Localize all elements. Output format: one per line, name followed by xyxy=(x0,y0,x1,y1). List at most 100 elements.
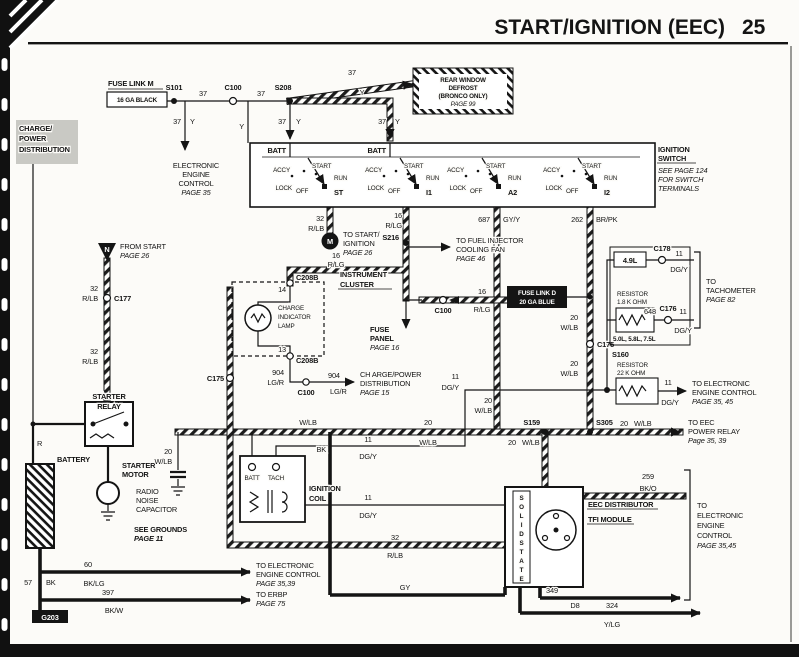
c178-label: C178 xyxy=(653,244,670,253)
run-label: RUN xyxy=(604,175,618,182)
tag-dgy: DG/Y xyxy=(674,326,692,335)
s160-label: S160 xyxy=(612,350,629,359)
header: START/IGNITION (EEC) 25 xyxy=(28,16,788,45)
battery-label: BATTERY xyxy=(57,455,90,464)
tag-lgr: LG/R xyxy=(267,378,284,387)
c208b-top-label: C208B xyxy=(296,273,318,282)
tab-line3: DISTRIBUTION xyxy=(19,145,70,154)
tag-rlb: R/LB xyxy=(308,224,324,233)
tag-57: 57 xyxy=(24,578,32,587)
switch-note-1: SEE PAGE 124 xyxy=(658,166,707,175)
start-label: START xyxy=(486,163,506,170)
tag-wlb: W/LB xyxy=(299,418,317,427)
off-label: OFF xyxy=(296,188,308,195)
battery-feeds: 60 BK/LG TO ELECTRONIC ENGINE CONTROL PA… xyxy=(23,559,322,623)
defrost-page: PAGE 99 xyxy=(451,101,476,108)
c100-904-label: C100 xyxy=(297,388,314,397)
tag-16: 16 xyxy=(478,287,486,296)
c175-right-label: C175 xyxy=(597,340,614,349)
g203-box xyxy=(32,610,68,623)
terminal-i1: I1 xyxy=(426,188,432,197)
tab-line2: POWER xyxy=(19,134,47,143)
tag-904: 904 xyxy=(328,371,340,380)
distributor-name: EEC DISTRIBUTOR xyxy=(588,500,654,509)
splice-s160 xyxy=(604,387,610,393)
tag-32: 32 xyxy=(316,214,324,223)
tag-bklg: BK/LG xyxy=(83,579,104,588)
ignition-coil-1: IGNITION xyxy=(309,484,341,493)
connector-c100-top xyxy=(228,96,238,106)
tag-20: 20 xyxy=(484,396,492,405)
s101-label: S101 xyxy=(166,83,183,92)
m-flag-circle xyxy=(321,232,339,250)
tach-1: TO xyxy=(706,277,716,286)
junction-dot xyxy=(30,421,36,427)
tag-dgy: DG/Y xyxy=(661,398,679,407)
radio-cap-1: RADIO xyxy=(136,487,159,496)
wire-37: 37 xyxy=(199,89,207,98)
heavy-wires xyxy=(38,296,701,618)
wire-37: 37 xyxy=(173,117,181,126)
binding-bar xyxy=(0,0,10,657)
fuel-inj-2: COOLING FAN xyxy=(456,245,505,254)
tag-11: 11 xyxy=(679,307,686,316)
radio-noise-capacitor: 20 W/LB RADIO NOISE CAPACITOR SEE GROUND… xyxy=(133,446,189,544)
tag-d8: D8 xyxy=(570,601,579,610)
tag-dgy: DG/Y xyxy=(359,452,377,461)
splice-s208 xyxy=(287,98,293,104)
starter-motor-2: MOTOR xyxy=(122,470,149,479)
start-label: START xyxy=(404,163,424,170)
eec-right-page: PAGE 35, 45 xyxy=(692,397,734,406)
fuel-inj-1: TO FUEL INJECTOR xyxy=(456,236,523,245)
eec-right-1: TO ELECTRONIC xyxy=(692,379,751,388)
eec-bot-4: CONTROL xyxy=(697,531,732,540)
off-label: OFF xyxy=(388,188,400,195)
tag-324: 324 xyxy=(606,601,618,610)
resistor18-1: RESISTOR xyxy=(617,291,648,298)
rear-defrost-box: REAR WINDOW DEFROST (BRONCO ONLY) PAGE 9… xyxy=(412,67,514,115)
tag-wlb: W/LB xyxy=(561,323,579,332)
wire-37: 37 xyxy=(278,117,286,126)
resistor18-2: 1.8 K OHM xyxy=(617,299,647,306)
tag-wlb: W/LB xyxy=(634,419,652,428)
tfi-module-name: TFI MODULE xyxy=(588,515,632,524)
tag-wlb: W/LB xyxy=(522,438,540,447)
tag-20: 20 xyxy=(620,419,628,428)
tag-20: 20 xyxy=(570,313,578,322)
tab-line1: CHARGE/ xyxy=(19,124,52,133)
tag-rlb: R/LB xyxy=(82,357,98,366)
eec-relay-page: Page 35, 39 xyxy=(688,436,726,445)
connector-c100-904 xyxy=(302,378,310,386)
switch-section-i1: ACCY START RUN LOCK OFF I1 xyxy=(364,157,441,198)
charge-power-page: PAGE 15 xyxy=(360,388,390,397)
bottom-wire-tags: GY 349 D8 324 Y/LG xyxy=(399,582,622,630)
tag-rlg: R/LG xyxy=(474,305,491,314)
accy-label: ACCY xyxy=(273,167,291,174)
eec-ll-1: TO ELECTRONIC xyxy=(256,561,315,570)
batt-label-2: BATT xyxy=(367,146,386,155)
eec-relay-2: POWER RELAY xyxy=(688,427,740,436)
header-rule xyxy=(28,42,788,45)
fuse-link-d-1: FUSE LINK D xyxy=(518,290,556,297)
striped-wires xyxy=(103,80,687,549)
s208-label: S208 xyxy=(275,83,292,92)
lock-label: LOCK xyxy=(449,185,466,192)
off-label: OFF xyxy=(566,188,578,195)
fuel-inj-page: PAGE 46 xyxy=(456,254,486,263)
fuse-panel-region: FUSE PANEL PAGE 16 C100 16 R/LG FUSE LIN… xyxy=(369,286,593,353)
eec-relay-1: TO EEC xyxy=(688,418,715,427)
from-start-flag: N FROM START PAGE 26 32 R/LB C177 32 R/L… xyxy=(81,241,168,367)
connector-c178 xyxy=(657,255,667,265)
wlb-bus: W/LB 20 W/LB 20 W/LB S159 S305 20 W/LB T… xyxy=(298,417,742,448)
splice-s305 xyxy=(587,429,593,435)
connector-c100-mid xyxy=(438,295,448,305)
s305-label: S305 xyxy=(596,418,613,427)
tag-dgy: DG/Y xyxy=(359,511,377,520)
tag-11: 11 xyxy=(452,372,459,381)
wire-y: Y xyxy=(239,122,244,131)
fuse-link-d-2: 20 GA BLUE xyxy=(519,299,554,306)
tag-32: 32 xyxy=(90,347,98,356)
to-start-1: TO START/ xyxy=(343,230,381,239)
charge-power-1: CH ARGE/POWER xyxy=(360,370,421,379)
